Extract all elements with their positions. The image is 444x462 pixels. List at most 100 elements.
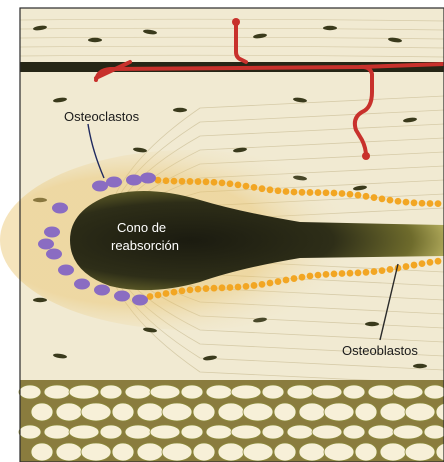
osteoclast — [46, 249, 62, 260]
spongy-trabecula — [162, 443, 192, 461]
osteoblast — [395, 198, 402, 205]
spongy-trabecula — [44, 385, 70, 399]
osteoblast — [387, 197, 394, 204]
spongy-trabecula — [125, 385, 151, 399]
osteoblast — [227, 284, 234, 291]
osteoblast — [259, 185, 266, 192]
osteoclast — [94, 285, 110, 296]
osteoblast — [379, 267, 386, 274]
osteoblast — [171, 289, 178, 296]
osteocyte — [173, 108, 187, 112]
spongy-trabecula — [150, 425, 180, 439]
osteoblast — [251, 184, 258, 191]
osteoclast — [74, 279, 90, 290]
spongy-trabecula — [424, 425, 444, 439]
osteoblast — [283, 188, 290, 195]
spongy-trabecula — [181, 385, 203, 399]
osteoclasts-label: Osteoclastos — [64, 109, 140, 124]
osteoblast — [355, 269, 362, 276]
osteoclast — [106, 177, 122, 188]
spongy-trabecula — [324, 403, 354, 421]
spongy-trabecula — [274, 403, 296, 421]
spongy-trabecula — [31, 443, 53, 461]
spongy-trabecula — [368, 425, 394, 439]
osteoblast — [371, 268, 378, 275]
osteoblast — [347, 191, 354, 198]
spongy-trabecula — [312, 385, 342, 399]
spongy-trabecula — [218, 443, 244, 461]
osteoblast — [371, 194, 378, 201]
osteoblast — [379, 195, 386, 202]
osteoblast — [163, 290, 170, 297]
spongy-trabecula — [393, 385, 423, 399]
spongy-trabecula — [19, 385, 41, 399]
spongy-trabecula — [405, 403, 435, 421]
osteoblast — [307, 189, 314, 196]
spongy-trabecula — [343, 425, 365, 439]
osteoblast — [419, 200, 426, 207]
osteoblast — [323, 189, 330, 196]
spongy-trabecula — [243, 443, 273, 461]
spongy-trabecula — [69, 425, 99, 439]
osteoblast — [211, 179, 218, 186]
osteoblast — [251, 282, 258, 289]
osteoblast — [235, 181, 242, 188]
osteoblast — [195, 178, 202, 185]
osteoblast — [179, 287, 186, 294]
osteoblast — [315, 189, 322, 196]
osteoblast — [155, 292, 162, 299]
vessel-tip — [232, 18, 240, 26]
osteoblast — [331, 190, 338, 197]
spongy-trabecula — [44, 425, 70, 439]
osteoblast — [227, 180, 234, 187]
osteoblast — [291, 275, 298, 282]
spongy-trabecula — [405, 443, 435, 461]
spongy-trabecula — [137, 403, 163, 421]
spongy-trabecula — [231, 385, 261, 399]
osteoblast — [411, 262, 418, 269]
osteoblast — [243, 283, 250, 290]
spongy-trabecula — [312, 425, 342, 439]
osteoclast — [92, 181, 108, 192]
spongy-trabecula — [287, 425, 313, 439]
osteoblast — [203, 178, 210, 185]
osteoclast — [44, 227, 60, 238]
spongy-trabecula — [81, 443, 111, 461]
vessel-tip — [362, 152, 370, 160]
osteoblast — [403, 199, 410, 206]
spongy-trabecula — [218, 403, 244, 421]
osteoblast — [203, 285, 210, 292]
osteoblast — [355, 192, 362, 199]
cone-label-line1: Cono de — [117, 220, 166, 235]
osteoblast — [347, 270, 354, 277]
osteoblast — [267, 280, 274, 287]
spongy-trabecula — [355, 403, 377, 421]
osteoclast — [114, 291, 130, 302]
osteoblast — [299, 189, 306, 196]
osteoclast — [52, 203, 68, 214]
osteocyte — [88, 38, 102, 42]
osteoblast — [435, 258, 442, 265]
osteoblast — [171, 178, 178, 185]
osteoblast — [387, 266, 394, 273]
osteoblast — [195, 286, 202, 293]
spongy-trabecula — [324, 443, 354, 461]
osteoclast — [140, 173, 156, 184]
osteoblast — [427, 200, 434, 207]
spongy-trabecula — [100, 385, 122, 399]
spongy-trabecula — [69, 385, 99, 399]
spongy-trabecula — [274, 443, 296, 461]
osteoblast — [363, 193, 370, 200]
osteoblast — [259, 281, 266, 288]
osteoblast — [219, 179, 226, 186]
spongy-trabecula — [424, 385, 444, 399]
spongy-trabecula — [150, 385, 180, 399]
osteoclast — [126, 175, 142, 186]
cone-label-line2: reabsorción — [111, 238, 179, 253]
spongy-trabecula — [355, 443, 377, 461]
osteoblast — [187, 286, 194, 293]
spongy-trabecula — [81, 403, 111, 421]
osteoblast — [403, 263, 410, 270]
osteocyte — [323, 26, 337, 30]
